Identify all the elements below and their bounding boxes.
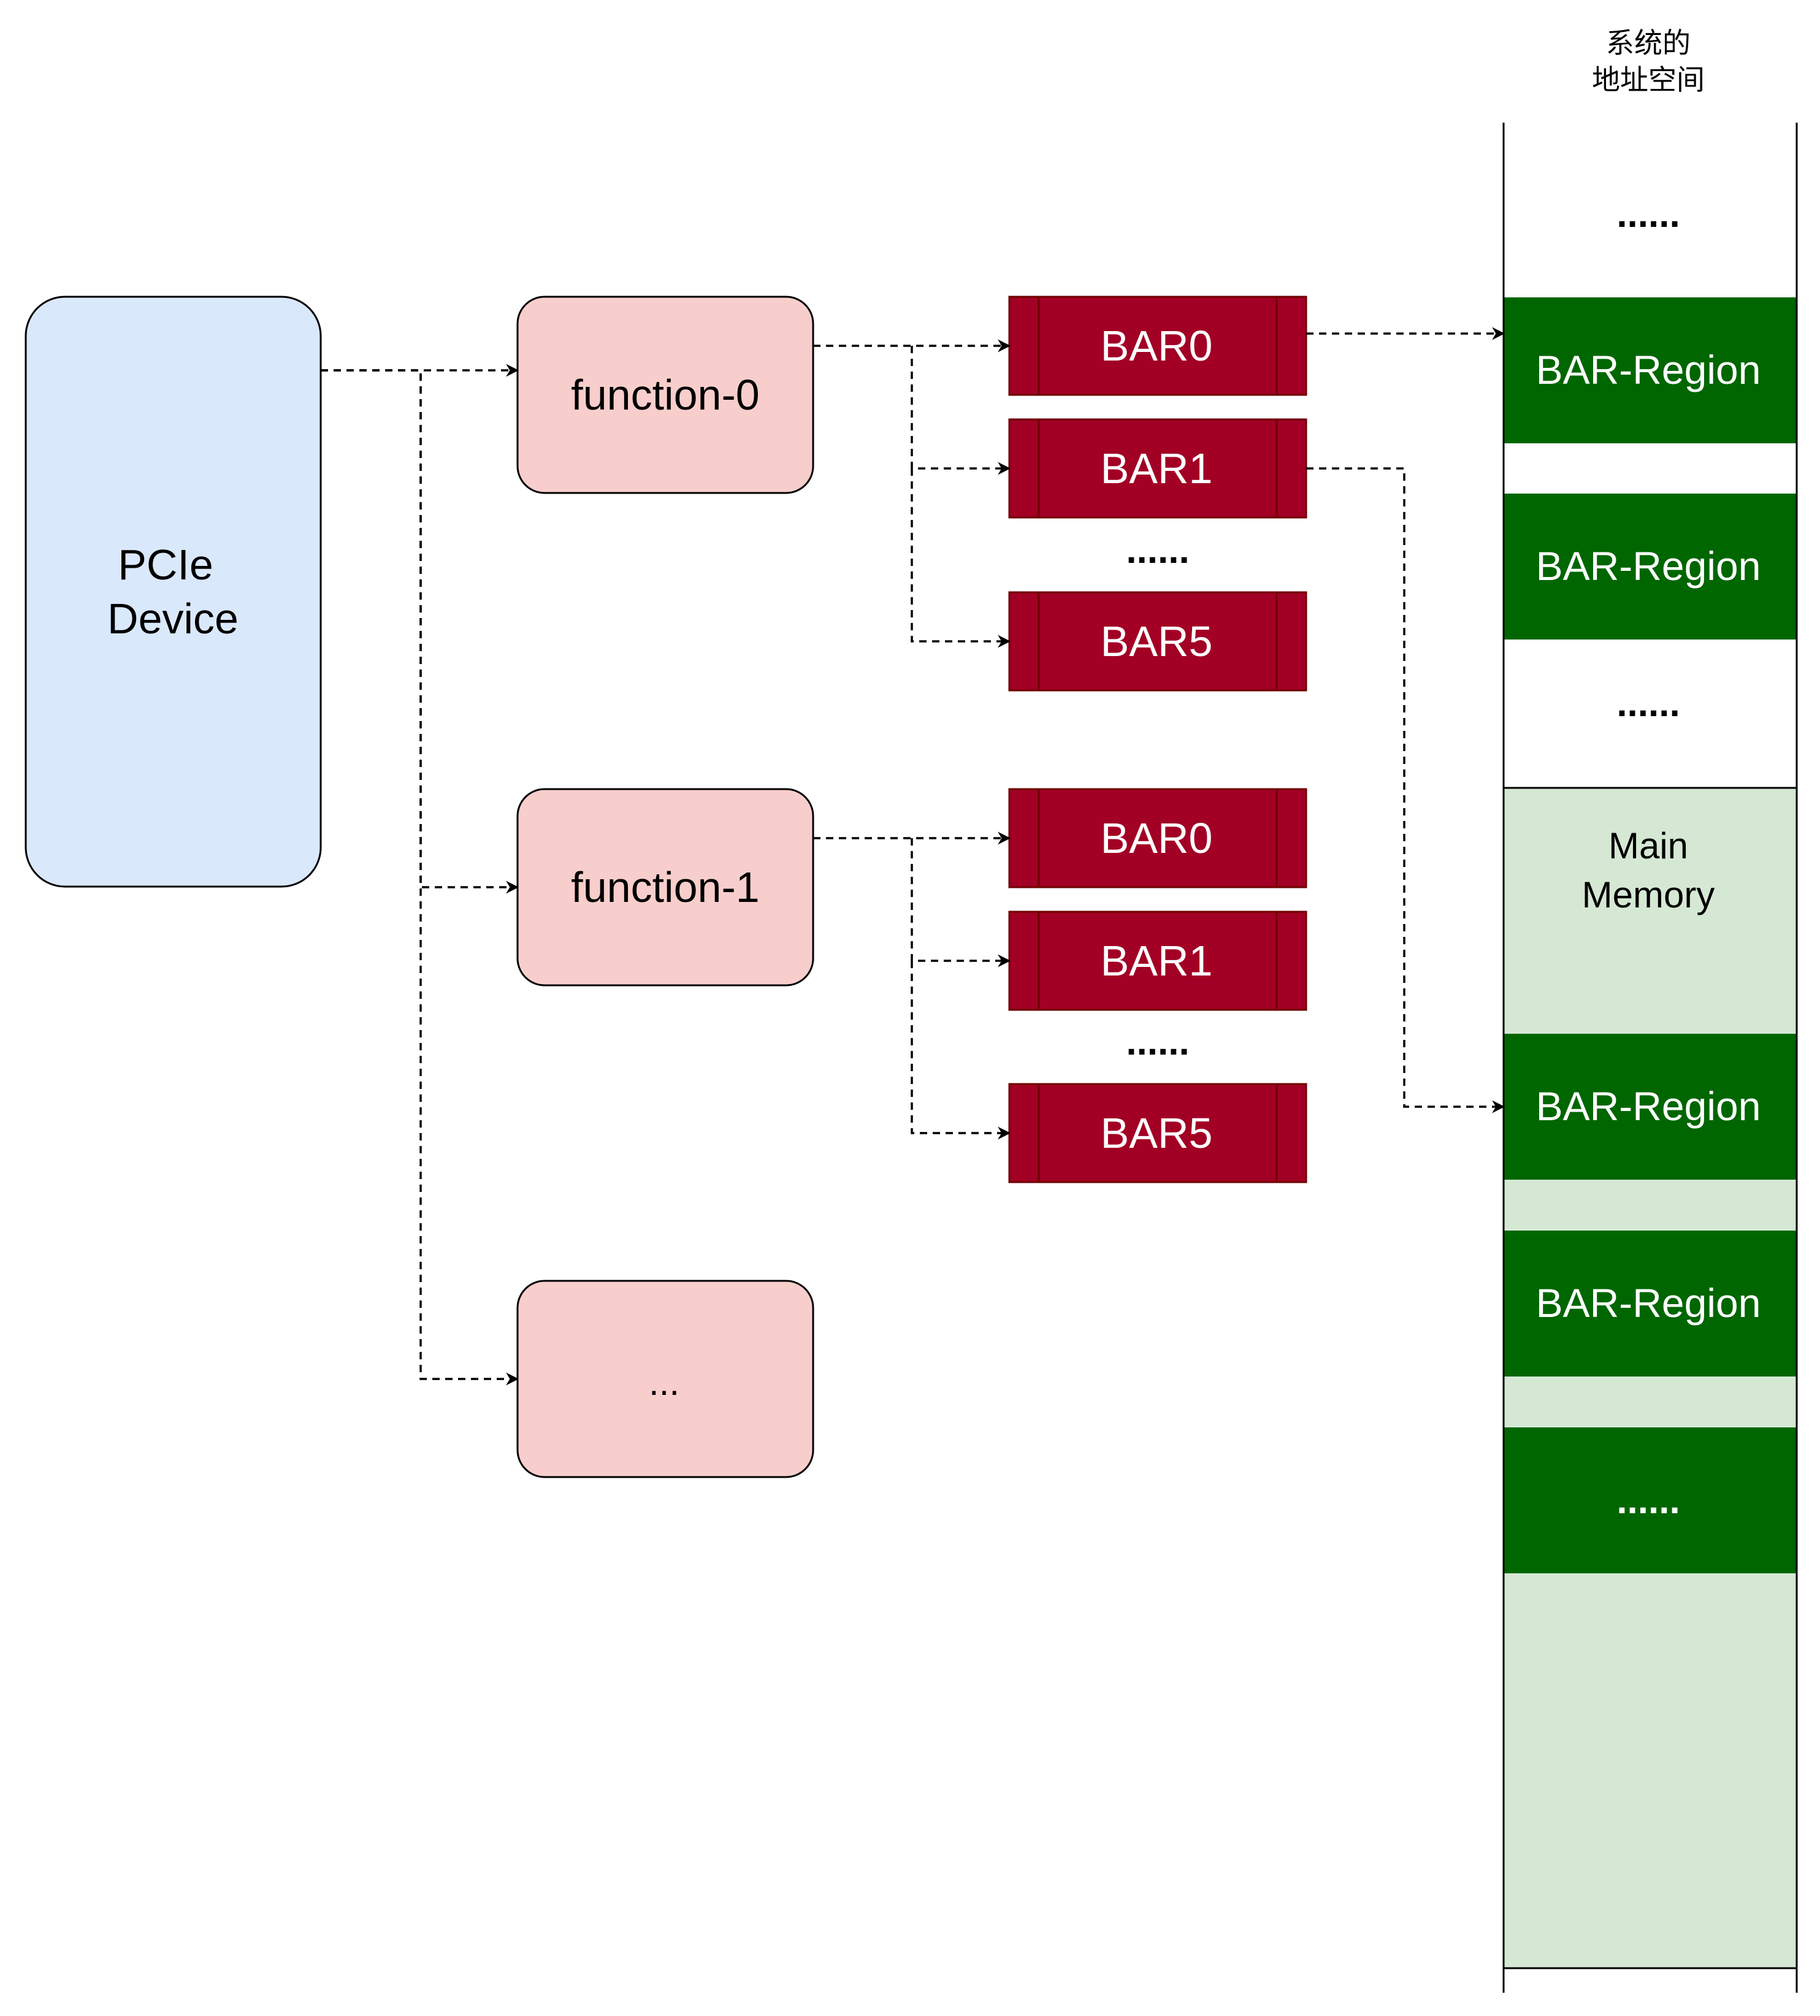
function-0-bars: BAR0 BAR1 ...... BAR5 (1008, 296, 1307, 692)
function-1-bar5-box (1008, 1083, 1307, 1183)
function-0-label: function-0 (571, 371, 759, 419)
bar-region-4 (1504, 1231, 1797, 1376)
function-1-bars-ellipsis: ...... (1126, 1021, 1189, 1063)
function-1-bars: BAR0 BAR1 ...... BAR5 (1008, 788, 1307, 1183)
function-1-bar1-label: BAR1 (1101, 937, 1213, 985)
connector-bar1-to-region (1306, 467, 1505, 1113)
function-more-label: ... (649, 1362, 679, 1403)
main-memory-area (1504, 788, 1797, 1968)
function-0-bar0-label: BAR0 (1101, 322, 1213, 370)
bar-region-4-label: BAR-Region (1536, 1280, 1761, 1326)
pcie-device-label-line1: PCIe (118, 541, 213, 589)
pcie-device: PCIe Device (25, 296, 322, 888)
connector-function-1-to-bar5 (911, 961, 1011, 1140)
connector-device-to-function-1 (321, 369, 519, 894)
function-0-bar0-box (1008, 296, 1307, 396)
bar-region-1-label: BAR-Region (1536, 347, 1761, 392)
function-0-bar5-label: BAR5 (1101, 617, 1213, 665)
function-1-bar0-box (1008, 788, 1307, 888)
connector-device-to-function-more (321, 369, 519, 1386)
main-memory-label-line1: Main (1608, 825, 1688, 866)
pcie-device-box (25, 296, 322, 888)
function-1-bar1-box (1008, 911, 1307, 1011)
function-more: ... (516, 1280, 814, 1478)
bar-region-1 (1504, 297, 1797, 443)
address-space-title-line1: 系统的 (1606, 27, 1691, 59)
connector-function-0-to-bar1 (911, 346, 1011, 475)
address-space-title-line2: 地址空间 (1592, 64, 1705, 96)
bar-region-more-label: ...... (1616, 1480, 1680, 1522)
connectors (321, 327, 1505, 1386)
pcie-device-label-line2: Device (107, 595, 239, 643)
function-1-bar5-label: BAR5 (1101, 1109, 1213, 1157)
bar-region-3-label: BAR-Region (1536, 1083, 1761, 1129)
function-1-bar0-label: BAR0 (1101, 814, 1213, 862)
address-space-column: ...... BAR-Region BAR-Region ...... Main… (1502, 123, 1798, 2016)
main-memory-label-line2: Memory (1582, 874, 1715, 915)
function-0-box (516, 296, 814, 494)
bar-region-2-label: BAR-Region (1536, 543, 1761, 589)
address-space-top-ellipsis: ...... (1616, 193, 1680, 235)
bar-region-2 (1504, 494, 1797, 640)
function-0-bars-ellipsis: ...... (1126, 529, 1189, 571)
function-0-bar1-label: BAR1 (1101, 445, 1213, 492)
bar-region-3 (1504, 1034, 1797, 1180)
function-1: function-1 (516, 788, 814, 987)
function-1-label: function-1 (571, 863, 759, 911)
bar-region-more (1504, 1427, 1797, 1573)
address-space-gap-ellipsis: ...... (1616, 682, 1680, 725)
function-0: function-0 (516, 296, 814, 494)
connector-function-1-to-bar1 (911, 838, 1011, 968)
connector-function-0-to-bar5 (911, 468, 1011, 648)
